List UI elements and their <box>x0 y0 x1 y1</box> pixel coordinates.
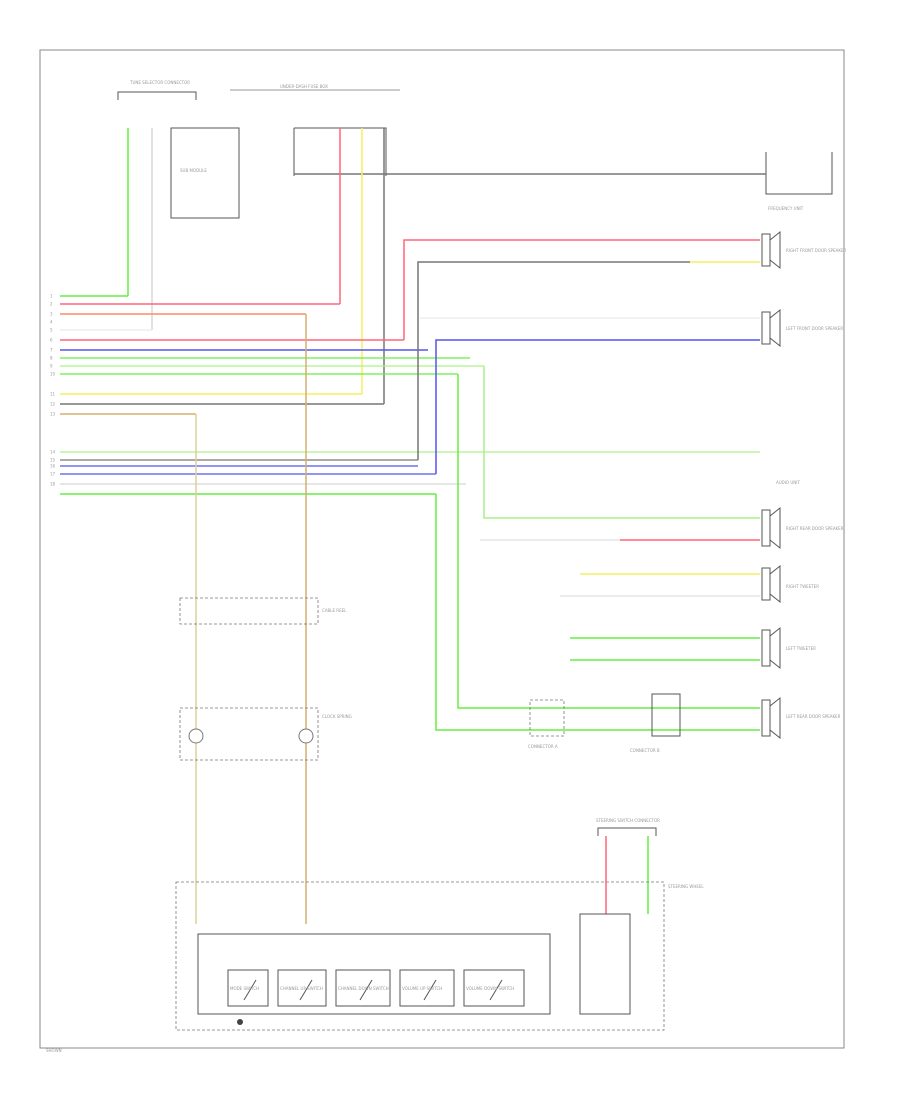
cable-reel-label: CABLE REEL <box>322 608 347 613</box>
channel-down-label: CHANNEL DOWN SWITCH <box>338 986 389 991</box>
clock-spring-left <box>188 728 204 744</box>
connector-a-box <box>529 699 565 737</box>
right-front-speaker-label: RIGHT FRONT DOOR SPEAKER <box>786 248 847 253</box>
pin-number: 9 <box>50 364 53 369</box>
red-riser <box>403 239 760 340</box>
frequency-unit-bracket <box>765 152 833 195</box>
pin-number: 8 <box>50 356 53 361</box>
under-dash-label: UNDER-DASH FUSE BOX <box>280 84 328 89</box>
pin-number: 12 <box>50 402 56 407</box>
left-tweeter-label: LEFT TWEETER <box>786 646 816 651</box>
sub-module-label: SUB MODULE <box>180 168 207 173</box>
audio-unit-label: AUDIO UNIT <box>776 480 800 485</box>
pin-number: 7 <box>50 348 53 353</box>
volume-down-switch-symbol <box>463 969 525 1007</box>
top-connector-label: TUNE SELECTOR CONNECTOR <box>129 80 190 85</box>
volume-up-switch-symbol <box>399 969 455 1007</box>
pin-number: 5 <box>50 328 53 333</box>
left-front-speaker-icon <box>761 308 781 348</box>
right-rear-speaker-icon <box>761 506 781 550</box>
pin-number: 2 <box>50 302 53 307</box>
left-rear-speaker-label: LEFT REAR DOOR SPEAKER <box>786 714 841 719</box>
right-tweeter-icon <box>761 564 781 604</box>
pin-number: 11 <box>50 392 56 397</box>
pin-number: 18 <box>50 482 56 487</box>
channel-up-switch-symbol <box>277 969 327 1007</box>
pin-number: 15 <box>50 458 56 463</box>
green-rear-wire <box>483 366 760 519</box>
connector-b-label: CONNECTOR B <box>630 748 660 753</box>
green-left-rear-2 <box>435 494 760 731</box>
right-rear-speaker-label: RIGHT REAR DOOR SPEAKER <box>786 526 844 531</box>
gray-riser <box>417 261 690 460</box>
mode-switch-symbol <box>227 969 269 1007</box>
pin-number: 6 <box>50 338 53 343</box>
channel-up-label: CHANNEL UP SWITCH <box>280 986 323 991</box>
volume-down-label: VOLUME DOWN SWITCH <box>466 986 514 991</box>
green-left-rear-1 <box>457 374 760 709</box>
steering-switch-bracket <box>597 827 657 836</box>
steering-switch-conn-label: STEERING SWITCH CONNECTOR <box>596 818 660 823</box>
steering-connector-box <box>579 913 631 1015</box>
connector-a-label: CONNECTOR A <box>528 744 558 749</box>
pin-number: 16 <box>50 464 56 469</box>
clock-spring-label: CLOCK SPRING <box>322 714 352 719</box>
left-front-speaker-label: LEFT FRONT DOOR SPEAKER <box>786 326 843 331</box>
clock-spring-right <box>298 728 314 744</box>
left-rear-speaker-icon <box>761 696 781 740</box>
pin-number: 1 <box>50 294 53 299</box>
sub-module-box <box>170 127 240 219</box>
frequency-unit-label: FREQUENCY UNIT <box>768 206 804 211</box>
pin-number: 3 <box>50 312 53 317</box>
steering-wheel-box <box>175 881 665 1031</box>
channel-down-switch-symbol <box>335 969 391 1007</box>
volume-up-label: VOLUME UP SWITCH <box>402 986 442 991</box>
mode-switch-label: MODE SWITCH <box>230 986 259 991</box>
right-tweeter-label: RIGHT TWEETER <box>786 584 819 589</box>
cable-reel-box <box>179 597 319 625</box>
steering-wheel-label: STEERING WHEEL <box>668 884 704 889</box>
ground-point <box>237 1019 243 1025</box>
pin-number: 10 <box>50 372 56 377</box>
pin-number: 17 <box>50 472 56 477</box>
left-tweeter-icon <box>761 626 781 670</box>
pin-number: 14 <box>50 450 56 455</box>
right-front-speaker-icon <box>761 230 781 270</box>
pin-number: 13 <box>50 412 56 417</box>
blue-riser <box>435 339 760 474</box>
top-connector-bracket <box>117 91 197 100</box>
diagram-frame <box>39 49 845 1049</box>
switch-panel-box <box>197 933 551 1015</box>
fuse-box-bracket <box>293 127 387 176</box>
footer-label: SHOWN <box>46 1048 62 1053</box>
pin-number: 4 <box>50 320 53 325</box>
connector-b-box <box>651 693 681 737</box>
